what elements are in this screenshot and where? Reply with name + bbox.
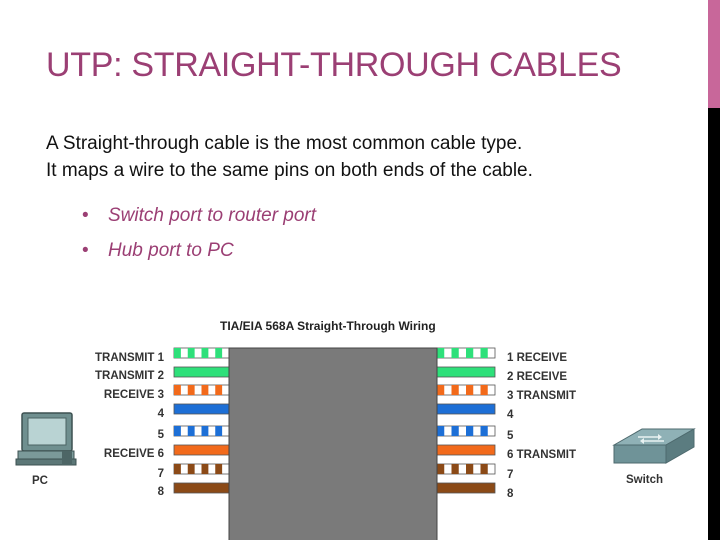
cable-body	[228, 347, 438, 540]
right-pin-label: 4	[507, 409, 514, 421]
wire-5-stripe	[466, 426, 474, 436]
bullet-list: • Switch port to router port • Hub port to…	[82, 198, 316, 268]
pc-label: PC	[32, 475, 48, 487]
bullet-item: • Switch port to router port	[82, 198, 316, 233]
left-pin-label: TRANSMIT 1	[95, 352, 164, 364]
slide-paragraph: A Straight-through cable is the most com…	[46, 130, 533, 184]
wire-7-stripe	[466, 464, 474, 474]
wiring-diagram	[15, 347, 696, 540]
wire-6-solid	[173, 444, 230, 456]
wire-2-solid	[173, 366, 230, 378]
wire-1-stripe	[215, 348, 223, 358]
accent-bar-top	[708, 0, 720, 108]
left-pin-label: RECEIVE 6	[103, 448, 164, 460]
wire-1-stripe	[187, 348, 195, 358]
right-pin-label: 1 RECEIVE	[507, 352, 568, 364]
pc-icon	[15, 412, 77, 466]
wire-3-stripe	[201, 385, 209, 395]
left-pin-label: 4	[157, 408, 164, 420]
wire-5-stripe	[480, 426, 488, 436]
paragraph-line-1: A Straight-through cable is the most com…	[46, 133, 523, 154]
right-pin-label: 2 RECEIVE	[507, 371, 568, 383]
wire-5-stripe	[201, 426, 209, 436]
wire-8-solid	[436, 482, 496, 494]
diagram-title: TIA/EIA 568A Straight-Through Wiring	[220, 319, 436, 333]
wire-5-stripe	[451, 426, 459, 436]
accent-bar	[708, 108, 720, 540]
right-pin-label: 5	[507, 430, 514, 442]
wire-3-stripe	[480, 385, 488, 395]
wire-3-stripe	[187, 385, 195, 395]
wire-5-stripe	[215, 426, 223, 436]
wire-4-solid	[436, 403, 496, 415]
wire-1-stripe	[466, 348, 474, 358]
right-pin-label: 6 TRANSMIT	[507, 449, 576, 461]
wire-7-stripe	[174, 464, 181, 474]
wire-1-stripe	[174, 348, 181, 358]
wire-7-stripe	[480, 464, 488, 474]
bullet-text: Hub port to PC	[108, 240, 234, 261]
wire-7-stripe	[437, 464, 445, 474]
switch-label: Switch	[626, 474, 664, 486]
slide-title: UTP: STRAIGHT-THROUGH CABLES	[46, 46, 622, 84]
wire-1-stripe	[451, 348, 459, 358]
wire-7-stripe	[187, 464, 195, 474]
right-pin-label: 3 TRANSMIT	[507, 390, 576, 402]
wire-3-stripe	[466, 385, 474, 395]
left-wire-group	[173, 347, 230, 494]
left-pin-label: RECEIVE 3	[103, 389, 164, 401]
left-pin-label: TRANSMIT 2	[95, 370, 164, 382]
left-pin-label: 5	[157, 429, 164, 441]
wire-8-solid	[173, 482, 230, 494]
bullet-text: Switch port to router port	[108, 205, 317, 226]
wire-1-stripe	[437, 348, 445, 358]
right-wire-group	[436, 347, 496, 494]
left-pin-label: 7	[157, 468, 164, 480]
switch-icon	[612, 428, 696, 464]
wire-3-stripe	[451, 385, 459, 395]
wire-3-stripe	[437, 385, 445, 395]
paragraph-line-2: It maps a wire to the same pins on both …	[46, 160, 533, 181]
wire-3-stripe	[215, 385, 223, 395]
wire-5-stripe	[174, 426, 181, 436]
right-pin-label: 8	[507, 488, 514, 500]
wire-7-stripe	[201, 464, 209, 474]
bullet-dot: •	[82, 240, 89, 261]
wire-7-stripe	[451, 464, 459, 474]
right-pin-label: 7	[507, 469, 514, 481]
wire-2-solid	[436, 366, 496, 378]
wire-4-solid	[173, 403, 230, 415]
wire-7-stripe	[215, 464, 223, 474]
wire-6-solid	[436, 444, 496, 456]
wire-3-stripe	[174, 385, 181, 395]
wire-5-stripe	[187, 426, 195, 436]
bullet-dot: •	[82, 205, 89, 226]
wire-1-stripe	[201, 348, 209, 358]
bullet-item: • Hub port to PC	[82, 233, 316, 268]
wire-5-stripe	[437, 426, 445, 436]
wire-1-stripe	[480, 348, 488, 358]
left-pin-label: 8	[157, 486, 164, 498]
